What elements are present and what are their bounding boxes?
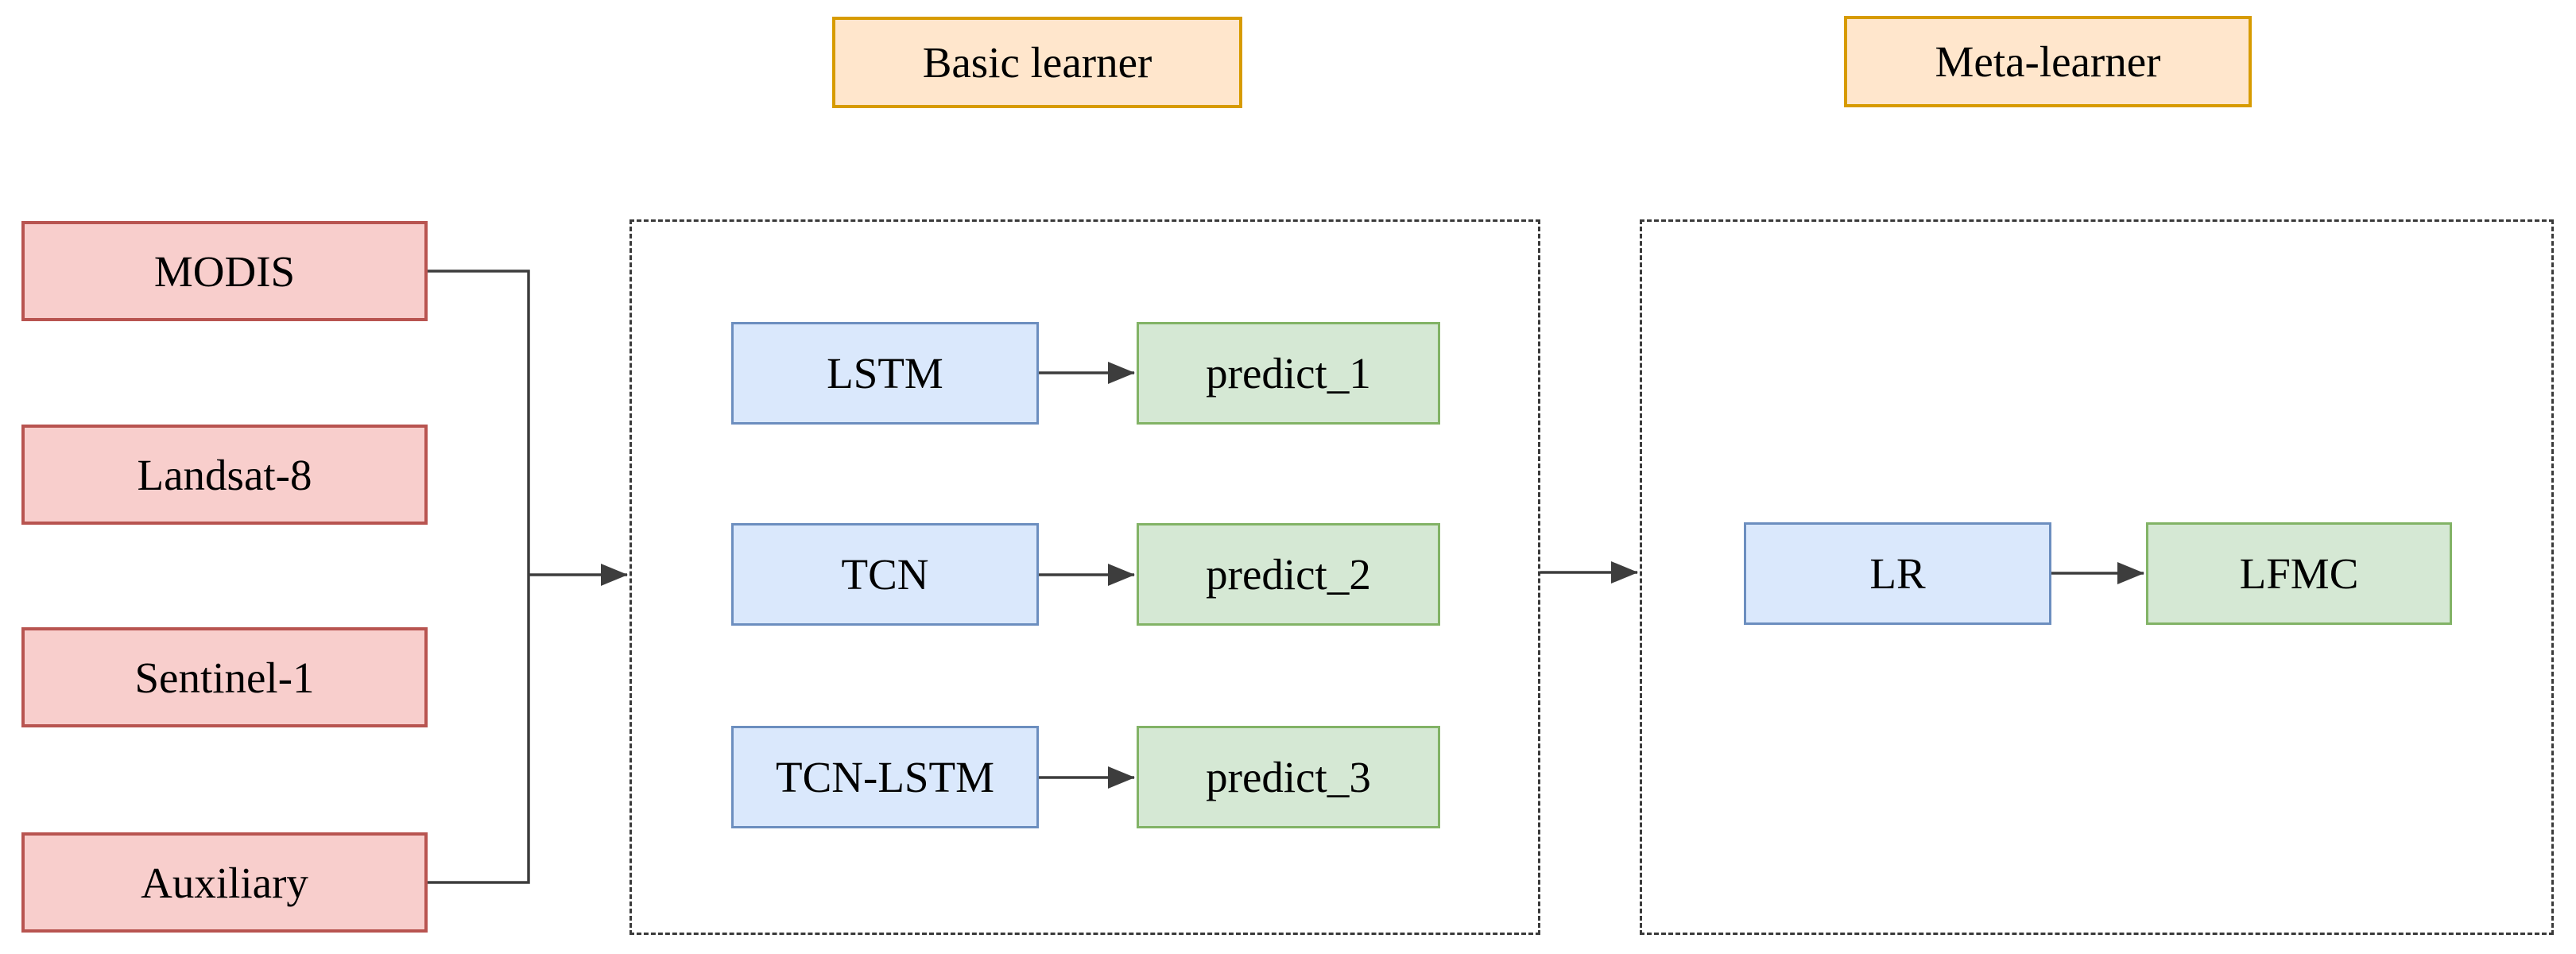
- input-box-sentinel1: Sentinel-1: [21, 627, 428, 727]
- output-box-predict2: predict_2: [1137, 523, 1440, 626]
- input-bus-connector: [428, 270, 530, 884]
- input-box-auxiliary: Auxiliary: [21, 832, 428, 933]
- model-box-tcn-lstm: TCN-LSTM: [731, 726, 1039, 828]
- basic-learner-group-frame: [629, 219, 1540, 935]
- input-box-landsat8: Landsat-8: [21, 425, 428, 525]
- meta-learner-group-frame: [1640, 219, 2554, 935]
- model-box-lstm: LSTM: [731, 322, 1039, 425]
- output-box-lfmc: LFMC: [2146, 522, 2452, 625]
- model-box-tcn: TCN: [731, 523, 1039, 626]
- section-label-meta-learner: Meta-learner: [1844, 16, 2252, 107]
- section-label-basic-learner: Basic learner: [832, 17, 1242, 108]
- output-box-predict3: predict_3: [1137, 726, 1440, 828]
- input-box-modis: MODIS: [21, 221, 428, 321]
- output-box-predict1: predict_1: [1137, 322, 1440, 425]
- model-box-lr: LR: [1744, 522, 2051, 625]
